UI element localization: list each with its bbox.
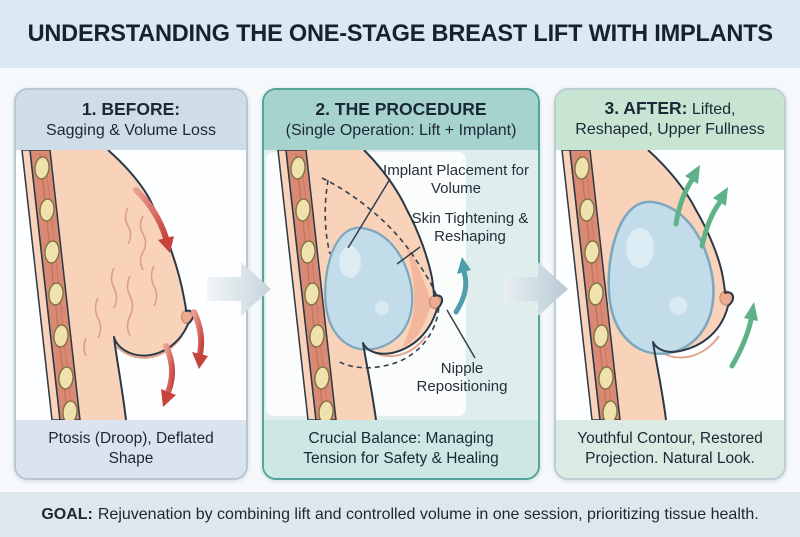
caption-text: Crucial Balance: Managing Tension for Sa… (303, 430, 499, 467)
caption-text: Youthful Contour, Restored Projection. N… (577, 430, 763, 467)
flow-arrow-icon (207, 262, 271, 316)
after-anatomy-illustration (561, 150, 758, 420)
tightened-tissue (402, 250, 431, 348)
breast-procedure (306, 150, 444, 420)
ribs (34, 156, 78, 420)
procedure-anatomy-illustration (266, 150, 476, 420)
implant (324, 226, 414, 351)
caption-text: Ptosis (Droop), Deflated Shape (48, 430, 214, 467)
before-anatomy-illustration (21, 150, 208, 420)
panel-procedure: 2. THE PROCEDURE (Single Operation: Lift… (262, 88, 540, 480)
incision-dashed-lines (321, 177, 440, 369)
nipple (719, 290, 733, 306)
panel-after-caption: Youthful Contour, Restored Projection. N… (556, 420, 784, 478)
annotation-implant-placement: Implant Placement for Volume (383, 162, 529, 197)
panel-before-caption: Ptosis (Droop), Deflated Shape (16, 420, 246, 478)
title-band: UNDERSTANDING THE ONE-STAGE BREAST LIFT … (0, 0, 800, 68)
panel-after-illustration (556, 150, 784, 420)
annotation-leader-lines (347, 178, 476, 359)
lift-arrow-icon (673, 165, 700, 227)
panel-procedure-subtitle: (Single Operation: Lift + Implant) (285, 121, 517, 139)
lift-arrow-icon (729, 302, 758, 369)
panel-before-title: 1. BEFORE: (81, 99, 181, 120)
breast-lifted (590, 150, 735, 420)
panel-after: 3. AFTER: Lifted, Reshaped, Upper Fullne… (554, 88, 786, 480)
nipple-lift-arrow-icon (453, 257, 471, 315)
chest-wall (561, 150, 621, 420)
annotation-nipple-repositioning: Nipple Repositioning (416, 360, 508, 395)
chest-wall (277, 150, 337, 420)
panel-procedure-title: 2. THE PROCEDURE (315, 99, 487, 120)
sag-arrow-icon (191, 309, 208, 369)
panel-before-illustration (16, 150, 246, 420)
sag-arrow-icon (161, 343, 176, 407)
panel-after-subtitle: Lifted, Reshaped, Upper Fullness (575, 101, 765, 138)
sag-arrow-icon (133, 187, 174, 253)
page-title: UNDERSTANDING THE ONE-STAGE BREAST LIFT … (27, 20, 773, 47)
panel-after-header: 3. AFTER: Lifted, Reshaped, Upper Fullne… (556, 90, 784, 150)
panel-procedure-caption: Crucial Balance: Managing Tension for Sa… (264, 420, 538, 478)
stretch-marks (83, 207, 158, 357)
panel-after-title: 3. AFTER: (604, 98, 688, 118)
goal-label: GOAL: (41, 505, 93, 523)
ribs (290, 156, 334, 420)
flow-arrow-icon (504, 262, 568, 316)
ribs (574, 156, 618, 420)
annotation-skin-tightening: Skin Tightening & Reshaping (411, 210, 529, 245)
chest-wall (21, 150, 81, 420)
panel-procedure-illustration: Implant Placement for Volume Skin Tighte… (264, 150, 538, 420)
panel-before-header: 1. BEFORE: Sagging & Volume Loss (16, 90, 246, 150)
goal-text: Rejuvenation by combining lift and contr… (97, 505, 759, 523)
panel-before-subtitle: Sagging & Volume Loss (46, 121, 216, 139)
panel-procedure-header: 2. THE PROCEDURE (Single Operation: Lift… (264, 90, 538, 150)
goal-footer: GOAL: Rejuvenation by combining lift and… (0, 492, 800, 537)
lift-arrow-icon (699, 187, 728, 249)
